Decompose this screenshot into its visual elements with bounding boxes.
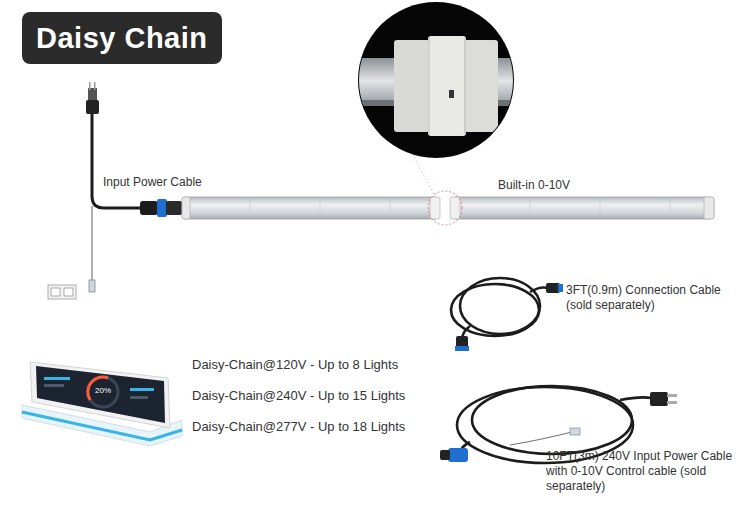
light-bar [450, 197, 714, 219]
control-wire [510, 432, 572, 445]
title: Daisy Chain [36, 22, 208, 55]
rj-plug [570, 428, 580, 435]
screen-readout: 20% [95, 386, 111, 396]
joint-marker [428, 191, 462, 225]
cable-connector [440, 448, 468, 462]
mains-plug [650, 392, 677, 406]
annotation: Input Power Cable [103, 175, 202, 190]
control-wire [91, 206, 92, 280]
annotation: Built-in 0-10V [498, 178, 570, 193]
zoom-detail [350, 2, 530, 158]
cable-connector [455, 283, 563, 351]
rj-plug [89, 280, 95, 292]
light-bar [182, 197, 440, 219]
power-wire [92, 114, 142, 208]
annotation: Daisy-Chain@277V - Up to 18 Lights [192, 419, 405, 435]
wall-socket [48, 285, 76, 299]
annotation: 10FT(3m) 240V Input Power Cable with 0-1… [546, 449, 744, 494]
annotation: Daisy-Chain@240V - Up to 15 Lights [192, 388, 405, 404]
title-banner: Daisy Chain [22, 12, 222, 64]
controller-tablet [22, 362, 182, 446]
input-plug [86, 82, 99, 114]
annotation: 3FT(0.9m) Connection Cable (sold separat… [566, 283, 744, 313]
input-connector [140, 199, 182, 217]
annotation: Daisy-Chain@120V - Up to 8 Lights [192, 357, 398, 373]
connection-cable [451, 278, 548, 340]
